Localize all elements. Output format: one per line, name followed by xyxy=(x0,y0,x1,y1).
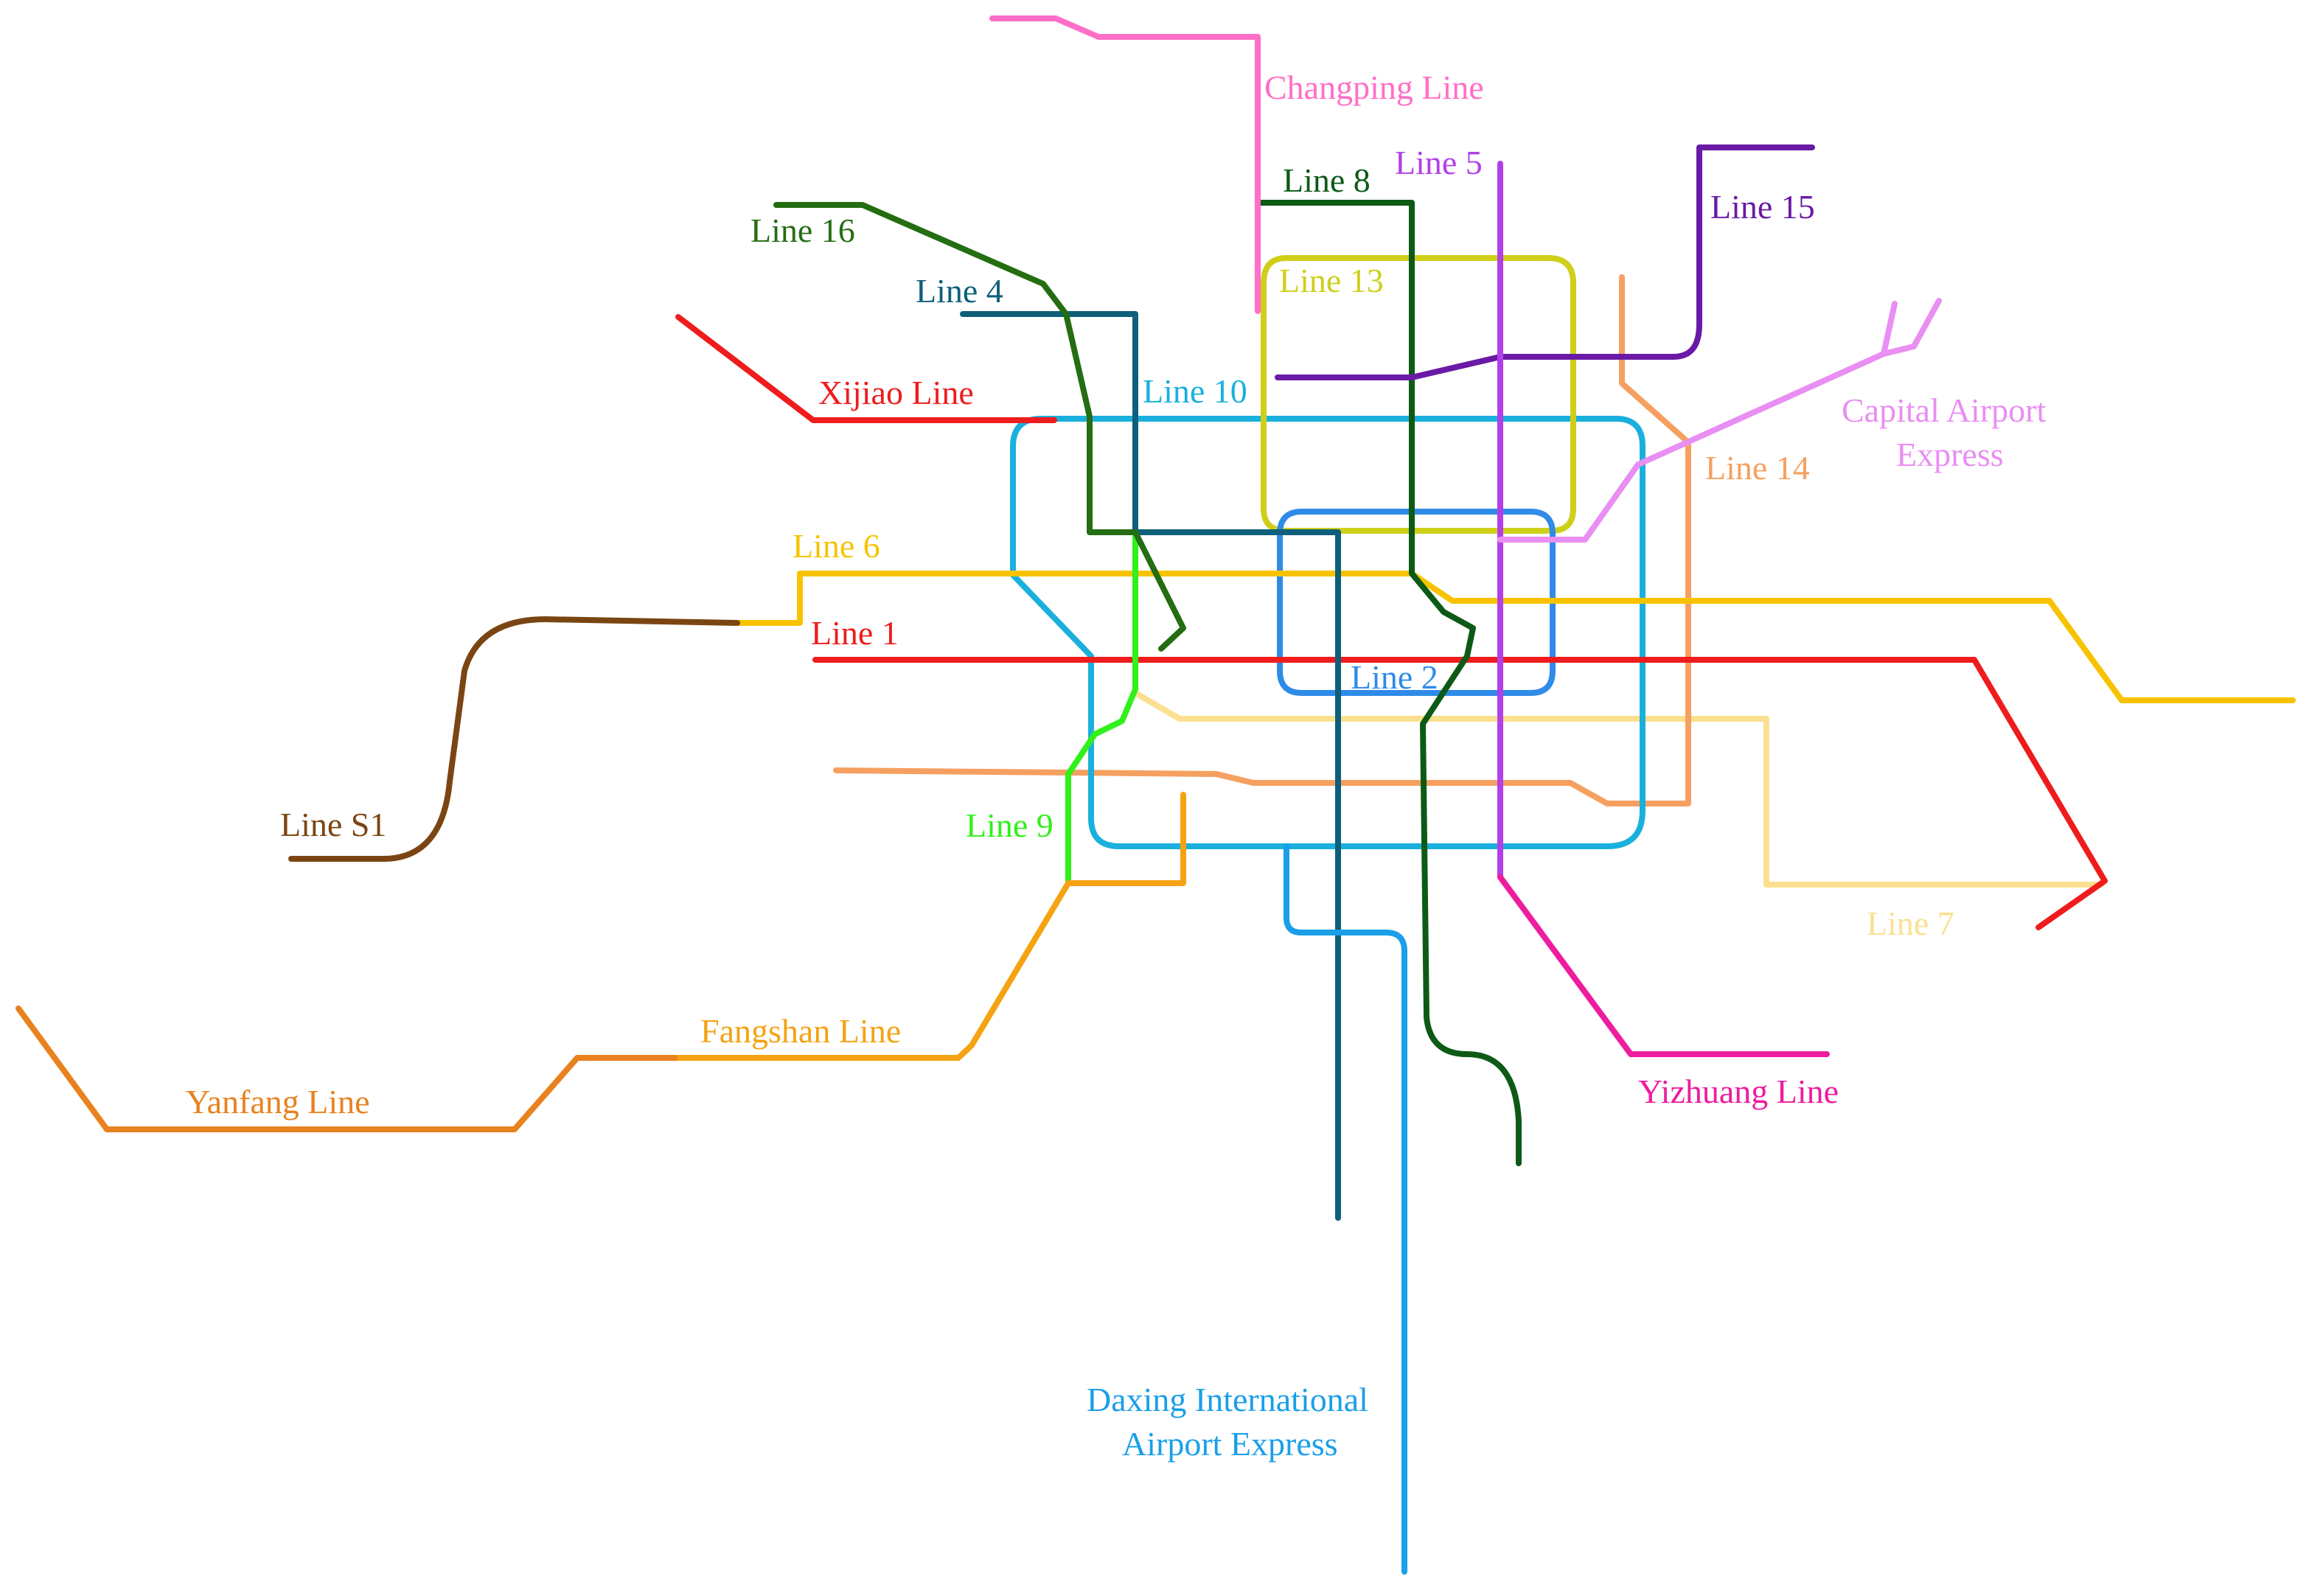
route-xijiao xyxy=(675,314,1057,423)
label-lineS1: Line S1 xyxy=(280,806,386,843)
label-line7: Line 7 xyxy=(1867,905,1954,942)
label-line5: Line 5 xyxy=(1395,144,1483,181)
route-line14 xyxy=(833,274,1691,806)
label-line2: Line 2 xyxy=(1351,658,1438,696)
route-line15 xyxy=(1275,144,1815,380)
label-yizhuang: Yizhuang Line xyxy=(1638,1073,1839,1110)
route-daxing xyxy=(1284,843,1407,1575)
route-lineS1 xyxy=(288,616,740,862)
label-line4: Line 4 xyxy=(916,272,1003,310)
label-line8: Line 8 xyxy=(1283,161,1371,199)
route-capital xyxy=(1497,298,1942,543)
route-line1 xyxy=(812,657,2108,930)
route-fangshan xyxy=(672,792,1186,1061)
route-line7 xyxy=(1132,690,2104,888)
label-line16: Line 16 xyxy=(750,212,855,249)
label-changping: Changping Line xyxy=(1264,69,1484,106)
route-line6 xyxy=(734,571,2296,703)
label-line10: Line 10 xyxy=(1143,372,1247,410)
label-line14: Line 14 xyxy=(1705,449,1810,487)
route-yanfang xyxy=(15,1006,678,1132)
label-daxing-1: Daxing International xyxy=(1087,1381,1368,1418)
label-line13: Line 13 xyxy=(1279,262,1384,299)
route-line2 xyxy=(1277,509,1556,696)
label-yanfang: Yanfang Line xyxy=(186,1083,370,1121)
route-yizhuang xyxy=(1497,874,1830,1057)
label-xijiao: Xijiao Line xyxy=(818,374,974,411)
label-fangshan: Fangshan Line xyxy=(700,1012,901,1050)
route-line16 xyxy=(773,202,1186,652)
label-line9: Line 9 xyxy=(966,806,1053,844)
route-line9 xyxy=(1065,529,1138,886)
label-capital-2: Express xyxy=(1896,436,2004,473)
route-line4 xyxy=(960,311,1341,1221)
route-changping xyxy=(989,15,1261,314)
label-line6: Line 6 xyxy=(793,527,880,565)
route-line8 xyxy=(1256,200,1522,1166)
label-capital-1: Capital Airport xyxy=(1842,391,2046,429)
route-line10 xyxy=(1010,416,1645,849)
label-line15: Line 15 xyxy=(1710,188,1815,226)
label-line1: Line 1 xyxy=(811,614,899,652)
label-daxing-2: Airport Express xyxy=(1122,1425,1338,1463)
